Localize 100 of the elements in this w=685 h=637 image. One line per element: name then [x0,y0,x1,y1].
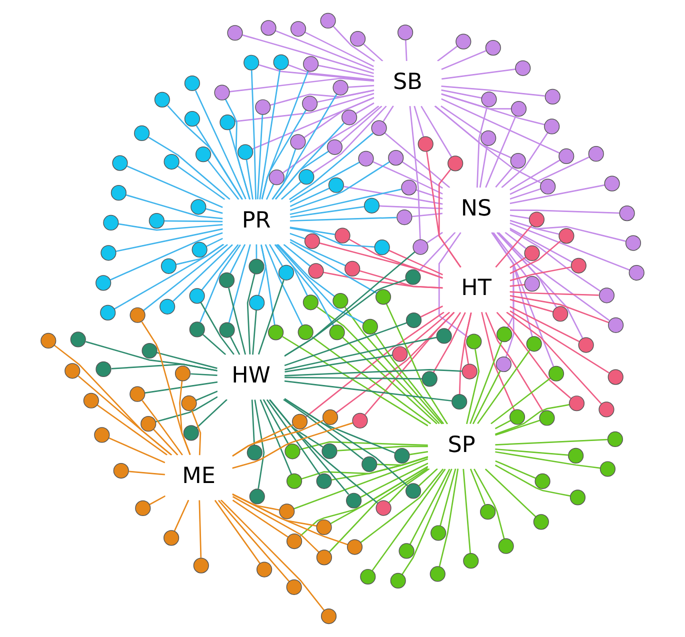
node-circle [448,156,464,172]
connector [282,336,428,426]
node-circle [322,409,338,426]
connector [288,132,374,200]
connector [494,464,570,497]
node-circle [548,366,564,382]
node-circle [292,414,308,430]
node-circle [303,56,319,72]
connector [128,470,165,476]
connector [290,239,346,266]
connector [288,64,374,81]
node-circle [628,264,644,281]
connector [228,244,251,323]
node-circle [268,170,284,186]
node-circle [96,275,112,291]
connector [492,232,528,278]
connector [252,310,257,355]
connector [235,92,374,122]
node-circle [316,519,332,536]
connector [254,400,265,489]
node-circle [135,500,151,516]
node-circle [390,572,406,589]
connector [232,422,353,469]
node-circle [456,34,472,50]
connector [442,68,516,80]
node-circle [619,206,635,222]
node-circle [358,150,374,166]
connector [426,232,443,244]
node-circle [320,12,336,29]
connector [337,446,428,452]
node-text: HW [232,362,270,388]
connector [510,220,560,235]
node-circle [316,473,332,489]
connector [275,122,345,200]
connector [510,156,590,195]
node-circle [462,364,478,380]
node-circle [481,92,497,108]
connector [441,93,545,126]
connector [479,146,488,188]
connector [360,462,428,498]
connector [496,232,584,338]
connector [232,420,324,457]
node-circle [302,294,318,310]
connector [340,106,382,142]
connector [301,456,428,480]
connector [510,184,605,204]
connector [476,106,488,188]
connector [200,244,241,322]
connector [108,437,166,464]
node-circle [398,543,414,559]
connector [412,212,443,218]
connector [232,496,320,553]
connector [284,376,422,380]
connector [363,43,384,62]
connector [510,229,601,292]
connector [110,232,223,280]
node-circle [148,213,164,229]
connector [284,251,416,357]
node-circle [346,492,362,508]
connector [266,184,274,200]
node-circle [249,294,265,310]
node-circle [140,416,156,432]
connector [420,305,444,318]
connector [252,97,374,150]
connector [196,390,218,401]
node-circle [112,155,128,171]
connector [384,132,450,188]
connector [246,160,254,200]
connector [342,337,438,424]
node-circle [374,240,390,256]
node-circle [40,332,56,349]
connector [432,312,466,373]
node-text: SP [448,432,476,458]
node-circle [544,118,560,134]
node-circle [466,334,482,350]
connector [290,188,330,207]
node-circle [524,276,540,292]
node-circle [405,483,422,499]
connector [284,322,407,366]
connector [174,500,190,532]
node-circle [600,461,616,477]
connector [438,232,468,338]
connector [232,494,348,546]
connector [360,468,444,543]
node-circle [100,245,116,261]
node-circle [286,473,302,489]
connector [218,500,290,582]
connector [300,441,428,450]
node-circle [248,258,264,274]
connector [318,64,374,78]
connector [284,368,462,376]
node-circle [401,180,417,196]
connector [495,166,514,188]
node-circle [329,324,345,340]
connector [441,98,560,154]
connector [386,304,448,424]
node-circle [183,425,199,441]
node-circle [189,288,205,304]
node-circle [164,154,180,170]
node-circle [510,153,526,169]
